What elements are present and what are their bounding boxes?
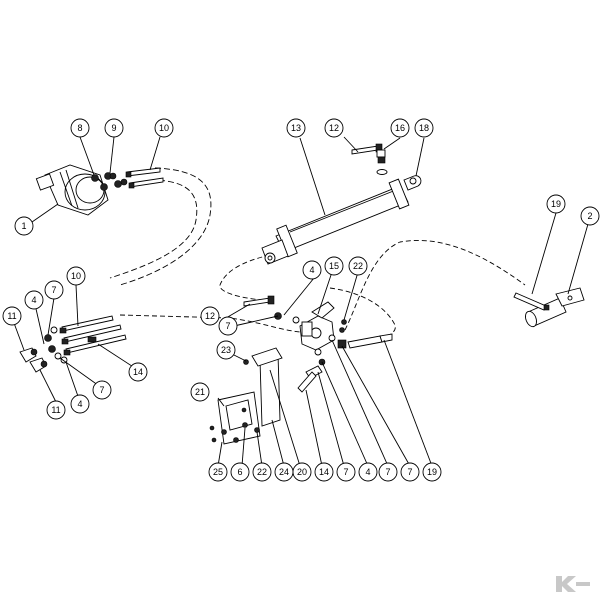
svg-text:22: 22 bbox=[353, 261, 363, 271]
svg-text:7: 7 bbox=[343, 467, 348, 477]
svg-text:19: 19 bbox=[551, 199, 561, 209]
svg-text:7: 7 bbox=[51, 285, 56, 295]
motor-fittings bbox=[91, 172, 128, 191]
callout-1: 1 bbox=[14, 216, 34, 236]
svg-text:14: 14 bbox=[133, 367, 143, 377]
callout-2: 2 bbox=[580, 206, 600, 226]
callout-7-mid: 7 bbox=[218, 316, 238, 336]
callout-22-top: 22 bbox=[348, 256, 368, 276]
svg-text:7: 7 bbox=[385, 467, 390, 477]
svg-text:4: 4 bbox=[31, 295, 36, 305]
svg-text:9: 9 bbox=[111, 123, 116, 133]
svg-text:13: 13 bbox=[291, 123, 301, 133]
callout-10-top: 10 bbox=[154, 118, 174, 138]
svg-text:15: 15 bbox=[329, 261, 339, 271]
callout-18: 18 bbox=[414, 118, 434, 138]
ram-assembly bbox=[513, 287, 585, 328]
svg-text:4: 4 bbox=[365, 467, 370, 477]
svg-text:4: 4 bbox=[77, 399, 82, 409]
callout-7-left-bottom: 7 bbox=[92, 380, 112, 400]
callout-4-mid: 4 bbox=[302, 260, 322, 280]
callout-7-bottom-2: 7 bbox=[378, 462, 398, 482]
callout-14-bottom: 14 bbox=[314, 462, 334, 482]
cylinder-fittings bbox=[351, 143, 388, 175]
callout-24: 24 bbox=[274, 462, 294, 482]
hydraulic-motor bbox=[35, 164, 109, 216]
left-hose-assemblies bbox=[19, 315, 127, 373]
hose-ends-top bbox=[125, 167, 164, 189]
svg-text:2: 2 bbox=[587, 211, 592, 221]
svg-text:7: 7 bbox=[99, 385, 104, 395]
callout-7-bottom-1: 7 bbox=[336, 462, 356, 482]
svg-text:19: 19 bbox=[427, 467, 437, 477]
callout-25: 25 bbox=[208, 462, 228, 482]
callout-9: 9 bbox=[104, 118, 124, 138]
callout-15: 15 bbox=[324, 256, 344, 276]
callout-6: 6 bbox=[230, 462, 250, 482]
svg-text:24: 24 bbox=[279, 467, 289, 477]
svg-text:10: 10 bbox=[71, 271, 81, 281]
callout-20: 20 bbox=[292, 462, 312, 482]
svg-text:21: 21 bbox=[195, 387, 205, 397]
svg-text:7: 7 bbox=[225, 321, 230, 331]
callout-4-bottom: 4 bbox=[358, 462, 378, 482]
callout-23: 23 bbox=[216, 340, 236, 360]
svg-text:11: 11 bbox=[7, 311, 16, 321]
svg-text:12: 12 bbox=[205, 311, 215, 321]
hydraulic-hoses bbox=[109, 167, 526, 346]
callout-11-bottom: 11 bbox=[46, 400, 66, 420]
svg-text:1: 1 bbox=[21, 221, 26, 231]
svg-text:4: 4 bbox=[309, 265, 314, 275]
svg-text:7: 7 bbox=[407, 467, 412, 477]
svg-text:12: 12 bbox=[329, 123, 339, 133]
callout-4-left-top: 4 bbox=[24, 290, 44, 310]
mounting-bracket bbox=[209, 347, 283, 445]
callout-19-right: 19 bbox=[546, 194, 566, 214]
callout-22-bottom: 22 bbox=[252, 462, 272, 482]
svg-text:6: 6 bbox=[237, 467, 242, 477]
leader-lines bbox=[13, 136, 589, 467]
callout-21: 21 bbox=[190, 382, 210, 402]
part-callouts: 8 9 10 1 13 12 16 18 19 2 10 7 4 11 11 4… bbox=[2, 118, 600, 482]
callout-19-bottom: 19 bbox=[422, 462, 442, 482]
callout-4-left-bottom: 4 bbox=[70, 394, 90, 414]
callout-12-top: 12 bbox=[324, 118, 344, 138]
callout-12-left: 12 bbox=[200, 306, 220, 326]
svg-text:16: 16 bbox=[395, 123, 405, 133]
svg-text:25: 25 bbox=[213, 467, 223, 477]
callout-8: 8 bbox=[70, 118, 90, 138]
svg-text:20: 20 bbox=[297, 467, 307, 477]
callout-13: 13 bbox=[286, 118, 306, 138]
callout-11-top: 11 bbox=[2, 306, 22, 326]
callout-10-left: 10 bbox=[66, 266, 86, 286]
svg-text:22: 22 bbox=[257, 467, 267, 477]
svg-text:18: 18 bbox=[419, 123, 429, 133]
callout-7-bottom-3: 7 bbox=[400, 462, 420, 482]
hydraulic-cylinder bbox=[261, 175, 422, 265]
valve-block bbox=[243, 295, 393, 393]
svg-text:11: 11 bbox=[51, 405, 60, 415]
callout-16: 16 bbox=[390, 118, 410, 138]
callout-14-left: 14 bbox=[128, 362, 148, 382]
svg-text:10: 10 bbox=[159, 123, 169, 133]
svg-text:14: 14 bbox=[319, 467, 329, 477]
svg-text:8: 8 bbox=[77, 123, 82, 133]
callout-7-left-top: 7 bbox=[44, 280, 64, 300]
kramp-logo bbox=[556, 576, 590, 592]
svg-text:23: 23 bbox=[221, 345, 231, 355]
